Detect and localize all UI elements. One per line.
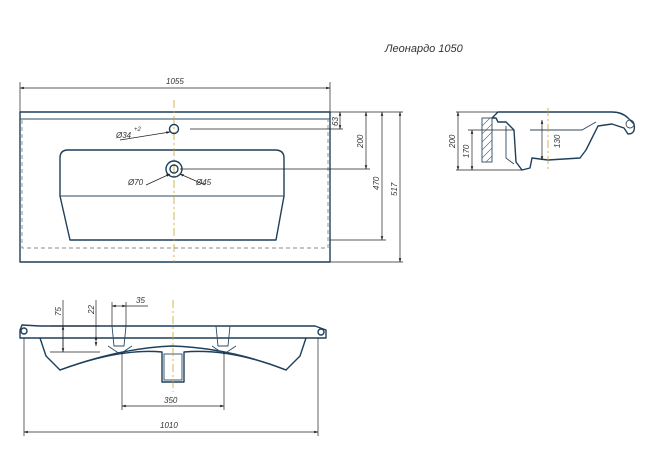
- dim-63-label: 63: [331, 117, 340, 126]
- dim-517-label: 517: [390, 182, 399, 196]
- tap-hole-tolerance: +2: [134, 127, 142, 133]
- dim-1055-label: 1055: [166, 77, 184, 86]
- side-dim-130-label: 130: [553, 134, 562, 148]
- dim-200-label: 200: [356, 134, 365, 149]
- drawing-title: Леонардо 1050: [384, 43, 464, 55]
- side-inner-wall: [505, 126, 515, 165]
- drain-inner: [169, 164, 179, 174]
- front-dim-350-label: 350: [164, 396, 178, 405]
- tap-hole: [168, 123, 180, 135]
- front-rim: [19, 324, 327, 339]
- tap-hole-label: Ø34: [115, 131, 132, 140]
- front-view: 75 22 35 350 1010: [19, 296, 327, 436]
- front-dim-22-label: 22: [87, 305, 96, 315]
- hidden-outline: [21, 120, 329, 249]
- side-front-roll: [625, 119, 635, 129]
- bowl-outline: [59, 149, 285, 241]
- top-view: 1055 Ø34 +2 Ø70 Ø45 63 200 4: [19, 77, 403, 263]
- front-tap-boss-right: [215, 325, 231, 347]
- drain-outer-label: Ø70: [127, 178, 144, 187]
- front-dim-75-label: 75: [54, 307, 63, 316]
- front-tap-boss-left: [111, 325, 127, 347]
- side-profile: [491, 111, 636, 171]
- drain-inner-label: Ø45: [195, 178, 212, 187]
- front-dim-1010-label: 1010: [160, 421, 178, 430]
- side-dim-170-label: 170: [462, 144, 471, 158]
- side-dim-200-label: 200: [448, 134, 457, 149]
- front-left-roll: [20, 327, 28, 335]
- front-dim-35-label: 35: [136, 296, 145, 305]
- side-view: 200 170 130: [448, 108, 636, 172]
- front-right-roll: [317, 328, 325, 336]
- side-bowl-line: [530, 121, 597, 131]
- dim-470-label: 470: [372, 176, 381, 190]
